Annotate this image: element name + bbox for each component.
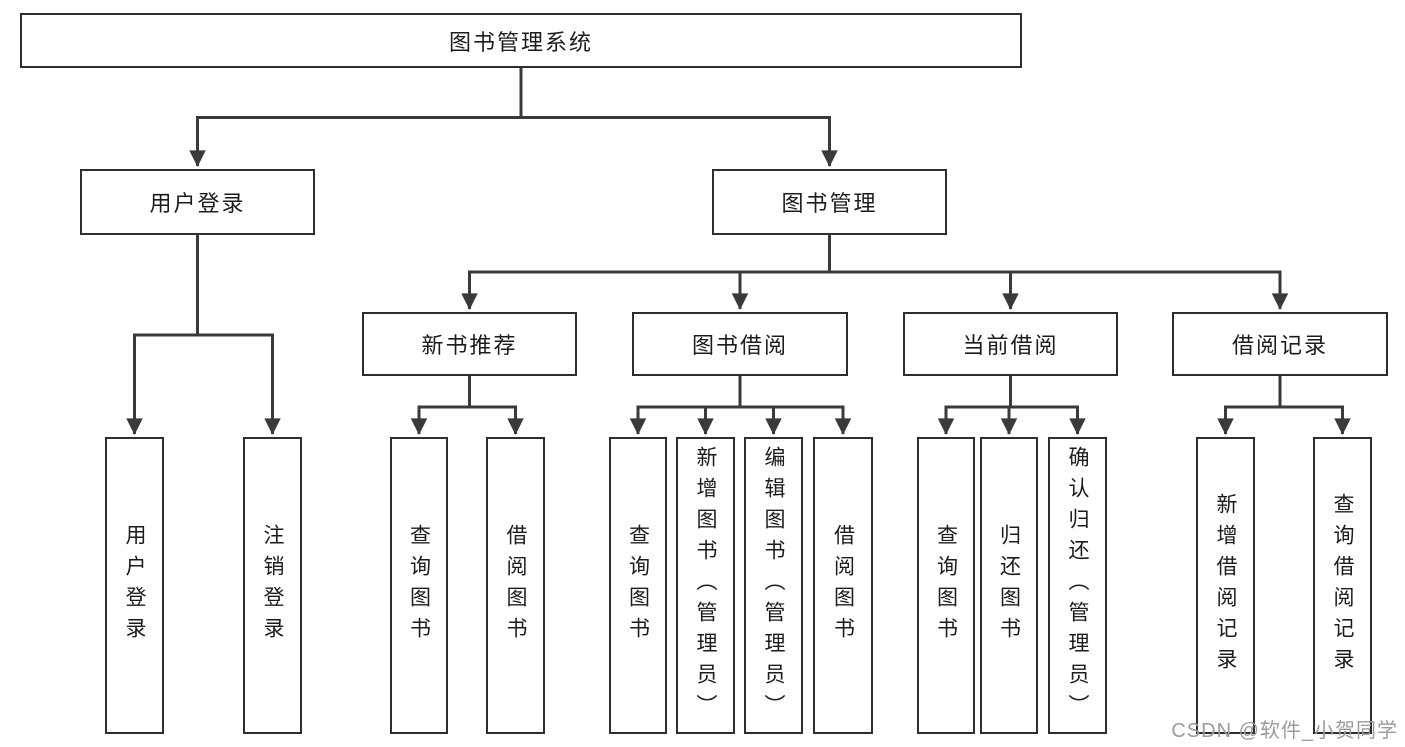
node-current-borrow: 当前借阅 xyxy=(903,312,1118,376)
node-user-login: 用户登录 xyxy=(80,169,315,235)
leaf-current-query-books-label: 查询图书 xyxy=(934,523,958,648)
node-user-login-label: 用户登录 xyxy=(149,191,246,216)
leaf-recommend-borrow-books-label: 借阅图书 xyxy=(504,523,527,648)
leaf-user-login: 用户登录 xyxy=(105,437,164,734)
leaf-query-borrow-record: 查询借阅记录 xyxy=(1313,437,1372,734)
leaf-recommend-query-books: 查询图书 xyxy=(390,437,448,734)
leaf-edit-books-admin: 编辑图书（管理员） xyxy=(744,437,803,734)
leaf-add-borrow-record-label: 新增借阅记录 xyxy=(1214,492,1237,679)
node-new-book-recommend: 新书推荐 xyxy=(362,312,577,376)
leaf-borrow-query-books-label: 查询图书 xyxy=(626,523,650,648)
node-borrow-records: 借阅记录 xyxy=(1172,312,1388,376)
node-new-book-recommend-label: 新书推荐 xyxy=(421,333,518,358)
leaf-return-books-label: 归还图书 xyxy=(997,523,1021,648)
leaf-current-query-books: 查询图书 xyxy=(917,437,975,734)
node-book-borrow: 图书借阅 xyxy=(632,312,848,376)
leaf-recommend-query-books-label: 查询图书 xyxy=(407,523,431,648)
leaf-query-borrow-record-label: 查询借阅记录 xyxy=(1331,492,1354,679)
leaf-logout-label: 注销登录 xyxy=(261,523,284,648)
node-borrow-records-label: 借阅记录 xyxy=(1231,333,1328,358)
leaf-logout: 注销登录 xyxy=(243,437,302,734)
leaf-borrow-books: 借阅图书 xyxy=(813,437,873,734)
node-book-management: 图书管理 xyxy=(712,169,947,235)
leaf-add-books-admin: 新增图书（管理员） xyxy=(676,437,735,734)
leaf-confirm-return-admin-label: 确认归还（管理员） xyxy=(1066,446,1089,725)
leaf-user-login-label: 用户登录 xyxy=(123,523,146,648)
node-library-system-label: 图书管理系统 xyxy=(448,29,593,55)
leaf-add-borrow-record: 新增借阅记录 xyxy=(1196,437,1255,734)
node-book-borrow-label: 图书借阅 xyxy=(691,333,788,358)
leaf-recommend-borrow-books: 借阅图书 xyxy=(486,437,545,734)
node-current-borrow-label: 当前借阅 xyxy=(962,333,1059,358)
leaf-add-books-admin-label: 新增图书（管理员） xyxy=(694,446,717,725)
leaf-borrow-query-books: 查询图书 xyxy=(609,437,667,734)
leaf-borrow-books-label: 借阅图书 xyxy=(831,523,855,648)
csdn-watermark: CSDN @软件_小贺同学 xyxy=(1171,720,1398,742)
leaf-return-books: 归还图书 xyxy=(980,437,1038,734)
leaf-edit-books-admin-label: 编辑图书（管理员） xyxy=(762,446,785,725)
node-library-system: 图书管理系统 xyxy=(20,13,1022,68)
leaf-confirm-return-admin: 确认归还（管理员） xyxy=(1048,437,1107,734)
node-book-management-label: 图书管理 xyxy=(781,191,878,216)
